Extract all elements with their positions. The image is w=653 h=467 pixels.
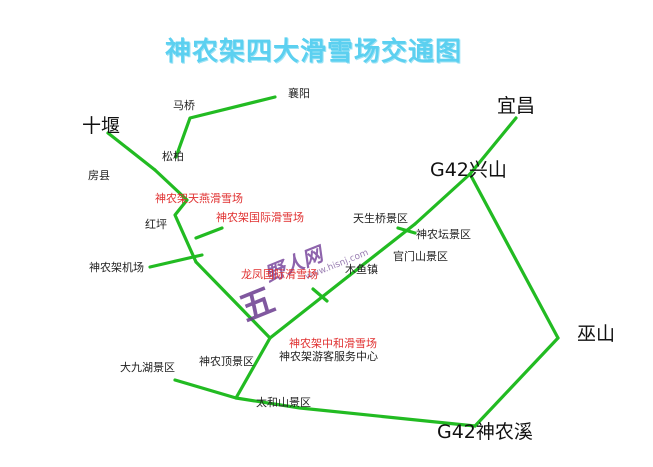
road-dajiuhu-shennongxi	[173, 378, 477, 428]
place-label-tianshengqiao: 天生桥景区	[353, 212, 408, 225]
place-label-shennongtan: 神农坛景区	[416, 228, 471, 241]
road-shiyan-songbai	[106, 131, 157, 172]
place-label-songbai: 松柏	[162, 150, 184, 163]
road-zhonghe-shennongding	[234, 336, 272, 400]
city-label-wushan: 巫山	[577, 323, 616, 345]
city-label-shennongxi: G42神农溪	[437, 421, 533, 443]
city-label-xingshan: G42兴山	[430, 159, 507, 181]
ski-label-tianyan: 神农架天燕滑雪场	[155, 192, 243, 205]
road-songbai-maqiao	[174, 95, 277, 159]
road-tianshengqiao-xingshan	[413, 172, 472, 226]
place-label-muyu: 木鱼镇	[345, 263, 378, 276]
place-label-dajiuhu: 大九湖景区	[120, 361, 175, 374]
map-title: 神农架四大滑雪场交通图	[165, 37, 463, 67]
road-wushan-shennongxi	[473, 336, 560, 428]
road-xingshan-wushan	[468, 172, 560, 340]
road-xingshan-yichang	[468, 116, 518, 176]
ski-label-zhonghe: 神农架中和滑雪场	[289, 337, 377, 350]
road-muyu-tianshengqiao	[348, 222, 417, 277]
road-hongping-guoji	[194, 226, 224, 240]
road-tianshengqiao-stub	[396, 226, 417, 235]
place-label-fangxian: 房县	[88, 169, 110, 182]
place-label-airport: 神农架机场	[89, 261, 144, 274]
road-longfeng-spur	[311, 287, 329, 303]
city-label-yichang: 宜昌	[497, 95, 536, 117]
place-label-xiangyang: 襄阳	[288, 87, 310, 100]
road-zhonghe-muyu	[268, 273, 352, 340]
ski-label-guoji: 神农架国际滑雪场	[216, 211, 304, 224]
road-hongping-zhonghe	[194, 260, 272, 340]
road-songbai-hongping	[153, 168, 198, 264]
place-label-guanmenshan: 官门山景区	[393, 250, 448, 263]
city-label-shiyan: 十堰	[82, 115, 121, 137]
place-label-shennongding: 神农顶景区	[199, 355, 254, 368]
place-label-taiheshan: 太和山景区	[256, 396, 311, 409]
place-label-maqiao: 马桥	[173, 99, 195, 112]
road-airport-spur	[148, 253, 204, 269]
place-label-visitor-center: 神农架游客服务中心	[279, 350, 378, 363]
ski-label-longfeng: 龙凤国际滑雪场	[241, 268, 318, 281]
place-label-hongping: 红坪	[145, 218, 167, 231]
